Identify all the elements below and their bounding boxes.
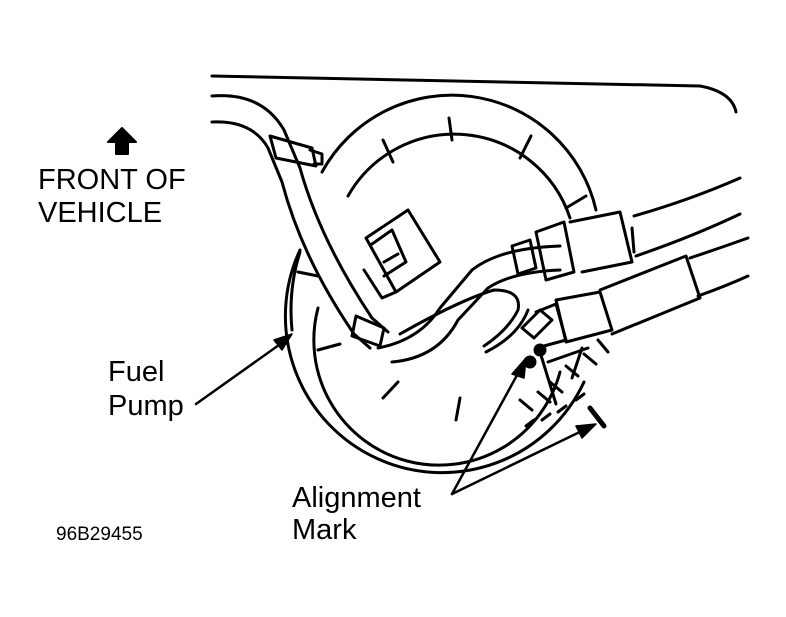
tank-outline xyxy=(210,74,738,114)
alignment-mark-label-line1: Alignment xyxy=(292,482,421,514)
locking-tab xyxy=(520,308,554,340)
front-of-vehicle-label-line1: FRONT OF xyxy=(38,164,186,196)
fuel-pump-label-line1: Fuel xyxy=(108,356,165,388)
alignment-leaders xyxy=(450,357,597,496)
fuel-pump-label-line2: Pump xyxy=(108,390,184,422)
front-arrow-icon xyxy=(107,127,137,155)
fuel-pump-leader xyxy=(194,333,293,406)
alignment-mark-label-line2: Mark xyxy=(292,514,357,546)
front-of-vehicle-label-line2: VEHICLE xyxy=(38,197,163,229)
pump-ring xyxy=(283,93,598,475)
outlet-fitting xyxy=(510,176,742,282)
fuel-hose xyxy=(210,94,390,350)
lower-line xyxy=(534,236,750,348)
electrical-connector xyxy=(362,208,442,300)
return-line xyxy=(376,244,562,364)
figure-code: 96B29455 xyxy=(56,524,143,545)
